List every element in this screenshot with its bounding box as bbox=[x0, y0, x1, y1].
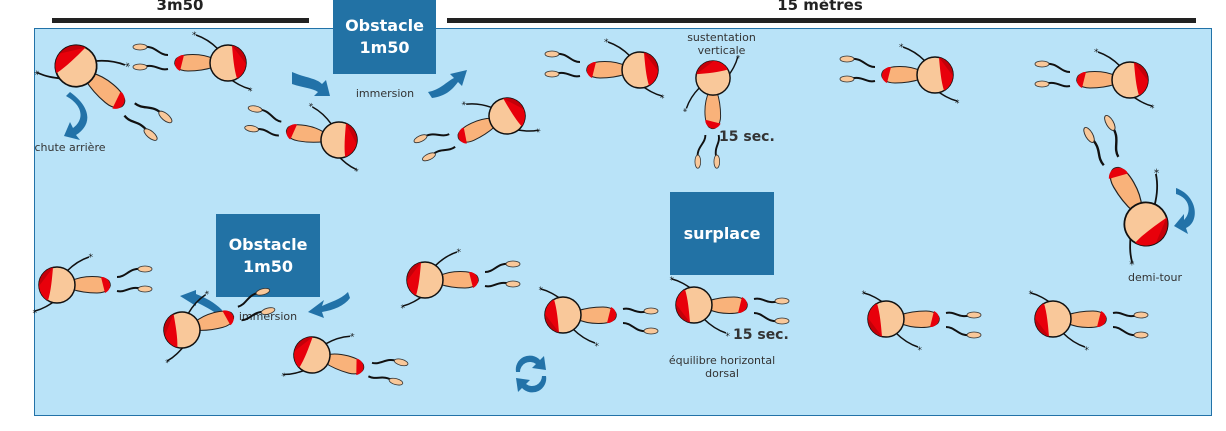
immersion-up-arrow-bottom-icon bbox=[180, 290, 222, 316]
swimmers bbox=[28, 17, 1197, 414]
swimmer-figure bbox=[537, 280, 659, 348]
swimmer-figure bbox=[1034, 47, 1156, 115]
chute-label: chute arrière bbox=[34, 141, 106, 154]
demi-tour-label: demi-tour bbox=[1127, 271, 1183, 284]
swimmer-figure bbox=[148, 273, 284, 371]
immersion-up-arrow-icon bbox=[428, 70, 467, 98]
immersion-label-top: immersion bbox=[355, 87, 415, 100]
rotate-arrow-icon-top bbox=[515, 355, 546, 372]
swimmer-figure bbox=[278, 316, 414, 414]
demi-tour-arrow-icon bbox=[1174, 188, 1195, 234]
obstacle-box-bottom: Obstacle 1m50 bbox=[216, 214, 320, 297]
surplace-box: surplace bbox=[670, 192, 774, 275]
dimension-left: 3m50 bbox=[156, 0, 204, 14]
swimmer-figure bbox=[399, 247, 521, 315]
swimmer-figure bbox=[1052, 104, 1197, 272]
swimmer-figure bbox=[839, 42, 961, 110]
swimmer-figure bbox=[31, 252, 153, 320]
surplace-caption: équilibre horizontal dorsal bbox=[668, 354, 776, 380]
immersion-label-bottom: immersion bbox=[238, 310, 298, 323]
immersion-down-arrow-icon bbox=[292, 72, 330, 96]
swimmer-figure bbox=[28, 17, 186, 167]
swimmer-figure bbox=[681, 53, 747, 170]
swimmer-figure bbox=[668, 270, 790, 338]
sustentation-duration: 15 sec. bbox=[719, 129, 775, 145]
dimension-bar-left bbox=[52, 18, 309, 23]
swimmer-figure bbox=[544, 37, 666, 105]
chute-arrow-icon bbox=[64, 92, 88, 140]
immersion-down-arrow-bottom-icon bbox=[308, 292, 350, 318]
surplace-duration: 15 sec. bbox=[733, 327, 789, 343]
swimmer-figure bbox=[860, 284, 982, 352]
swimmer-figure bbox=[132, 30, 254, 98]
obstacle-box-top: Obstacle 1m50 bbox=[333, 0, 436, 74]
dimension-right: 15 mètres bbox=[777, 0, 863, 14]
arrows bbox=[64, 70, 1195, 393]
rotate-arrow-icon-bottom bbox=[516, 376, 547, 393]
sustentation-label: sustentation verticale bbox=[687, 31, 756, 57]
swimmer-figure bbox=[406, 75, 546, 188]
swimmer-figure bbox=[1027, 284, 1149, 352]
dimension-bar-right bbox=[447, 18, 1196, 23]
swimmer-figure bbox=[238, 90, 371, 179]
